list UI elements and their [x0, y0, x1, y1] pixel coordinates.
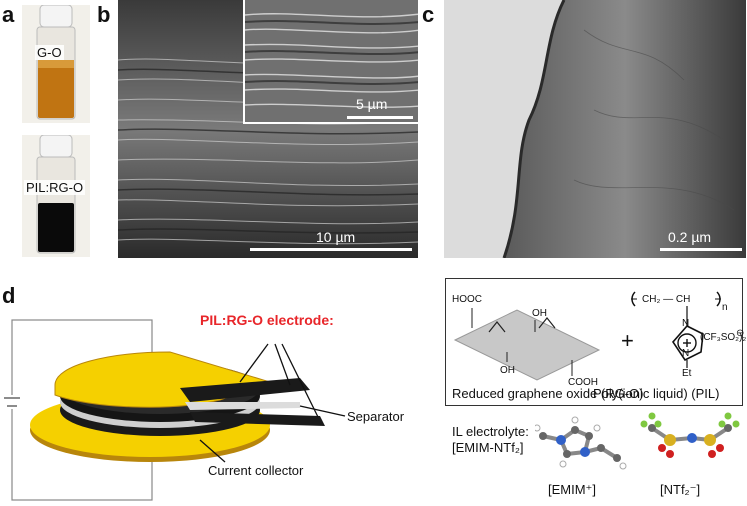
- rgo-oh-top: OH: [532, 308, 547, 319]
- panel-letter-c: c: [422, 2, 435, 27]
- vial-go-photo: [22, 4, 90, 123]
- rgo-cooh: COOH: [568, 377, 598, 388]
- emim-caption: [EMIM⁺]: [548, 482, 597, 497]
- supercapacitor-diagram: [2, 319, 346, 501]
- il-electrolyte-line2: [EMIM-NTf₂]: [452, 440, 524, 455]
- chemistry-structures: [453, 291, 721, 381]
- vial-pil-rgo-photo: [22, 134, 90, 257]
- plus-sign: +: [621, 328, 634, 353]
- chemistry-box: [445, 278, 743, 406]
- pil-n-subscript: n: [722, 302, 728, 313]
- electrode-label: PIL:RG-O electrode:: [200, 312, 334, 328]
- vial-pil-rgo-label: PIL:RG-O: [24, 180, 86, 195]
- rgo-caption: Reduced graphene oxide (RG-O): [452, 386, 644, 401]
- vial-go-label: G-O: [35, 45, 64, 60]
- sem-image: [118, 0, 418, 258]
- sem-main-scale-bar: [250, 248, 412, 251]
- pil-backbone: CH₂ — CH: [642, 294, 691, 305]
- pil-et: Et: [682, 368, 692, 379]
- current-collector-label: Current collector: [208, 463, 304, 478]
- panel-letter-b: b: [97, 2, 111, 27]
- pil-caption: Poly(ionic liquid) (PIL): [593, 386, 720, 401]
- tem-texture: [444, 0, 746, 258]
- sem-main-scale-label: 10 µm: [316, 229, 356, 245]
- pil-n-bottom: N: [682, 348, 690, 359]
- emim-molecule: [535, 416, 627, 470]
- separator-label: Separator: [347, 409, 405, 424]
- rgo-hooc: HOOC: [452, 294, 482, 305]
- vial-go-drawing: [36, 4, 76, 120]
- panel-letter-a: a: [2, 2, 15, 27]
- tem-image: [444, 0, 746, 258]
- rgo-oh-bottom: OH: [500, 365, 515, 376]
- tem-scale-label: 0.2 µm: [668, 229, 712, 245]
- sem-inset-scale-label: 5 µm: [356, 96, 388, 112]
- pil-anion: (CF₃SO₂)₂N: [700, 332, 747, 343]
- sem-inset: [243, 0, 418, 124]
- pil-anion-charge: ⊖: [736, 328, 745, 339]
- ntf2-caption: [NTf₂⁻]: [660, 482, 701, 497]
- ntf2-molecule: [640, 412, 740, 458]
- il-electrolyte-line1: IL electrolyte:: [452, 424, 529, 439]
- panel-letter-d: d: [2, 283, 16, 308]
- sem-inset-scale-bar: [347, 116, 413, 119]
- pil-n-top: N: [682, 318, 690, 329]
- vial-pil-rgo-drawing: [36, 134, 76, 254]
- tem-scale-bar: [660, 248, 742, 251]
- sem-inset-texture: [245, 0, 418, 122]
